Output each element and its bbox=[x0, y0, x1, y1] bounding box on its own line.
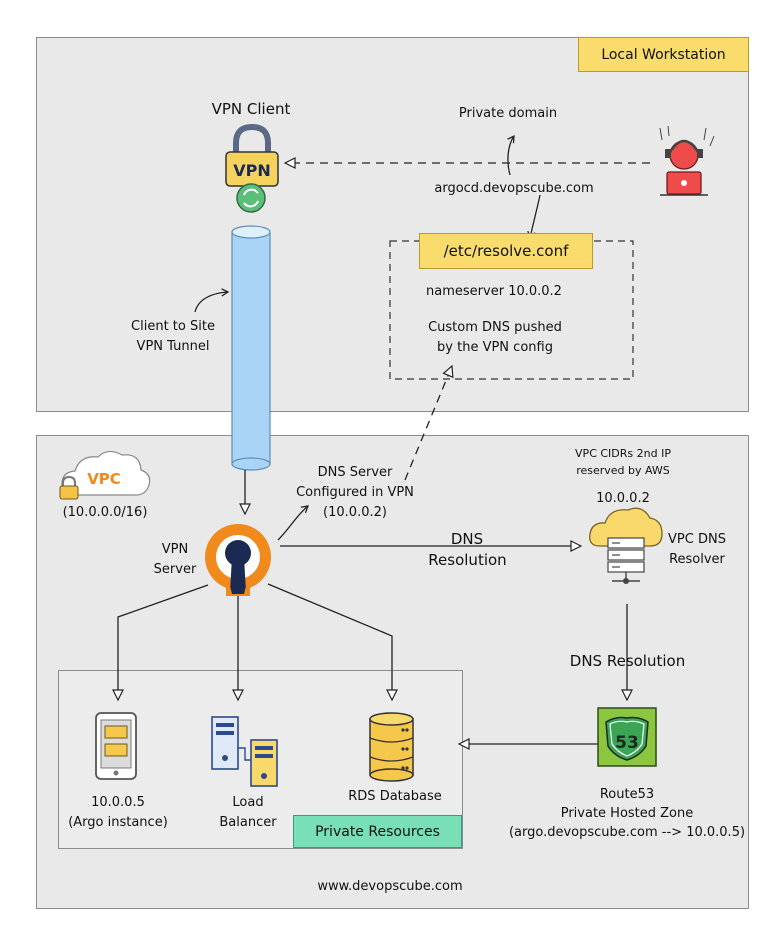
vpc-badge-text: VPC bbox=[87, 470, 121, 488]
custom-dns-line2: by the VPN config bbox=[437, 340, 553, 355]
server-to-rds-arrow bbox=[267, 583, 392, 700]
custom-dns-line1: Custom DNS pushed bbox=[428, 320, 562, 335]
route53-line1: Route53 bbox=[599, 787, 655, 802]
route53-badge-text: 53 bbox=[615, 733, 639, 753]
load-balancer-icon bbox=[211, 716, 278, 787]
local-workstation-title: Local Workstation bbox=[601, 46, 726, 63]
local-workstation-panel bbox=[36, 37, 749, 412]
server-to-argo-arrow bbox=[118, 584, 209, 700]
vpn-lock-icon: VPN bbox=[225, 123, 279, 213]
tunnel-label-arrow bbox=[194, 288, 230, 313]
argo-device-icon bbox=[95, 712, 137, 780]
route53-line2: Private Hosted Zone bbox=[560, 806, 694, 821]
tunnel-label-line1: Client to Site bbox=[131, 319, 215, 334]
vpn-client-label: VPN Client bbox=[211, 100, 291, 118]
rds-label: RDS Database bbox=[348, 789, 442, 804]
rds-database-icon bbox=[369, 712, 414, 782]
reserved-line1: VPC CIDRs 2nd IP bbox=[575, 447, 671, 460]
vpn-tunnel bbox=[231, 225, 271, 471]
dns-resolution-line1: DNS bbox=[450, 530, 484, 548]
vpn-server-line1: VPN bbox=[161, 542, 189, 557]
dns-resolution-line2: Resolution bbox=[428, 551, 507, 569]
private-resources-tag: Private Resources bbox=[293, 815, 462, 848]
resolve-conf-title: /etc/resolve.conf bbox=[443, 242, 569, 260]
route53-icon: 53 bbox=[597, 707, 657, 767]
domain-to-resolve-arrow bbox=[527, 194, 541, 240]
openvpn-server-icon bbox=[205, 524, 271, 596]
user-laptop-icon bbox=[659, 125, 715, 196]
lb-line2: Balancer bbox=[219, 815, 277, 830]
dns-resolution-vertical: DNS Resolution bbox=[569, 652, 686, 670]
dns-server-line3: (10.0.0.2) bbox=[323, 505, 387, 520]
nameserver-line: nameserver 10.0.0.2 bbox=[426, 284, 562, 299]
private-domain-label: Private domain bbox=[458, 106, 558, 121]
dns-server-line2: Configured in VPN bbox=[296, 485, 414, 500]
domain-name: argocd.devopscube.com bbox=[434, 181, 594, 196]
reserved-line2: reserved by AWS bbox=[576, 464, 670, 477]
argo-line1: 10.0.0.5 bbox=[91, 795, 145, 810]
resolve-conf-tag: /etc/resolve.conf bbox=[419, 233, 593, 269]
resolver-line2: Resolver bbox=[669, 552, 725, 567]
route53-line3: (argo.devopscube.com --> 10.0.0.5) bbox=[508, 825, 746, 840]
argo-line2: (Argo instance) bbox=[68, 815, 168, 830]
vpn-badge-text: VPN bbox=[233, 161, 271, 180]
resolver-line1: VPC DNS bbox=[668, 532, 726, 547]
local-workstation-tag: Local Workstation bbox=[578, 37, 749, 72]
dns-config-arrow bbox=[404, 366, 452, 481]
lb-line1: Load bbox=[232, 795, 264, 810]
vpn-server-line2: Server bbox=[153, 562, 197, 577]
tunnel-label-line2: VPN Tunnel bbox=[136, 339, 210, 354]
server-to-dns-label-arrow bbox=[277, 505, 309, 541]
vpc-cloud-icon: VPC bbox=[59, 450, 151, 500]
dns-server-line1: DNS Server bbox=[317, 465, 393, 480]
dns-resolver-icon bbox=[589, 507, 663, 584]
private-resources-title: Private Resources bbox=[315, 823, 440, 840]
footer-url: www.devopscube.com bbox=[317, 879, 463, 894]
reserved-ip: 10.0.0.2 bbox=[596, 491, 650, 506]
vpc-cidr: (10.0.0.0/16) bbox=[62, 505, 148, 520]
private-domain-arrow bbox=[507, 134, 515, 176]
